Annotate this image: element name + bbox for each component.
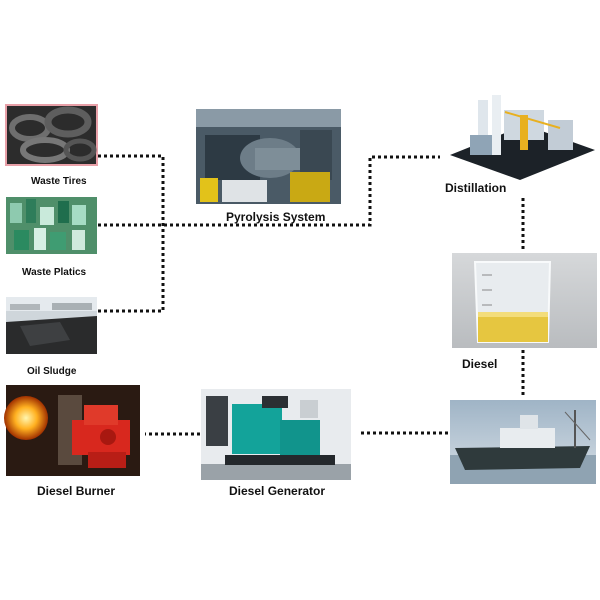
diesel-generator-image [201, 389, 351, 480]
label-waste-tires: Waste Tires [31, 176, 87, 187]
connector-tires-to-bus [98, 154, 165, 225]
connector-plastics-to-distillation [98, 155, 440, 227]
waste-tires-image [5, 104, 98, 166]
waste-plastics-image [6, 197, 97, 254]
diesel-burner-image [4, 385, 140, 476]
label-diesel-burner: Diesel Burner [37, 484, 116, 498]
label-oil-sludge: Oil Sludge [27, 366, 77, 377]
label-diesel: Diesel [462, 357, 498, 371]
ship-image [450, 400, 596, 484]
pyrolysis-system-image [196, 109, 341, 204]
connectors [98, 154, 525, 436]
distillation-image [450, 95, 595, 180]
label-distillation: Distillation [445, 181, 507, 195]
label-waste-plastics: Waste Platics [22, 267, 87, 278]
label-pyrolysis-system: Pyrolysis System [226, 210, 326, 224]
label-diesel-generator: Diesel Generator [229, 484, 326, 498]
oil-sludge-image [6, 297, 97, 354]
connector-sludge-to-bus [98, 225, 165, 313]
diesel-image [452, 253, 597, 348]
